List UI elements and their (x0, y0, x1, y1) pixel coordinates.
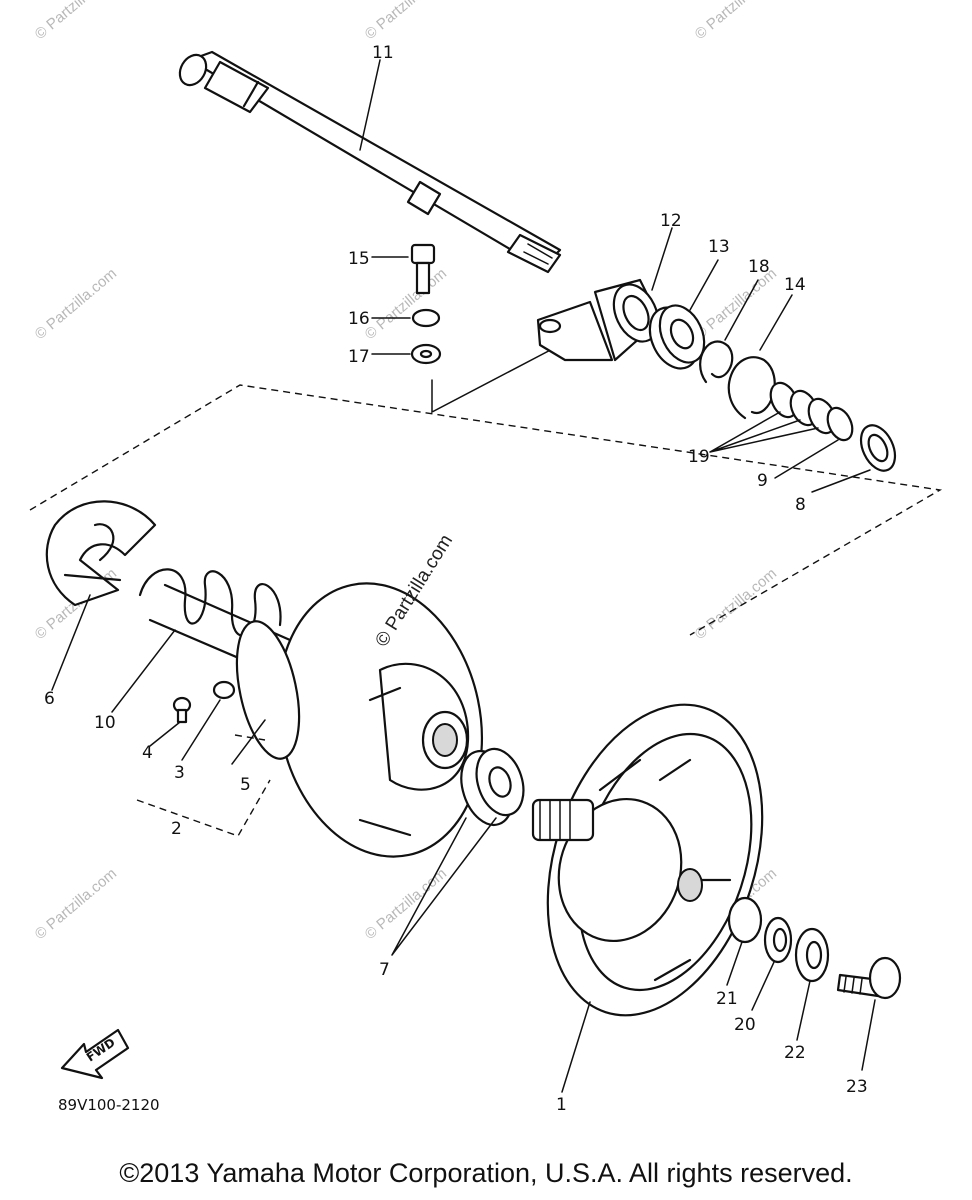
watermark: © Partzilla.com (362, 265, 450, 343)
callout-5: 5 (240, 775, 251, 795)
sheave-part-1 (531, 703, 764, 1017)
copyright-notice: ©2013 Yamaha Motor Corporation, U.S.A. A… (119, 1158, 853, 1188)
callout-23: 23 (846, 1077, 868, 1097)
washer-part-9 (826, 406, 854, 442)
shaft-part-11 (178, 50, 562, 274)
callout-3: 3 (174, 763, 185, 783)
callout-20: 20 (734, 1015, 756, 1035)
assembly-outline (29, 384, 943, 636)
bearing-part-13 (648, 304, 706, 370)
callout-21: 21 (716, 989, 738, 1009)
washer-part-22 (794, 927, 830, 983)
watermark: © Partzilla.com (692, 0, 780, 43)
roller-part-7 (460, 747, 525, 826)
bolt-part-23 (836, 956, 902, 1000)
callout-2: 2 (171, 819, 182, 839)
callouts: 11 15 16 17 12 13 18 14 19 9 8 6 10 4 3 … (44, 43, 868, 1115)
watermark: © Partzilla.com (362, 0, 450, 43)
washer-part-17 (410, 343, 442, 365)
callout-6: 6 (44, 689, 55, 709)
spring-seat-part-6 (45, 500, 157, 607)
callout-22: 22 (784, 1043, 806, 1063)
leader-line (234, 734, 266, 741)
bearing-housing-part-12 (536, 278, 662, 362)
watermark: © Partzilla.com (32, 0, 120, 43)
callout-17: 17 (348, 347, 370, 367)
callout-9: 9 (757, 471, 768, 491)
circlip-part-18 (699, 340, 734, 384)
callout-14: 14 (784, 275, 806, 295)
callout-7: 7 (379, 960, 390, 980)
callout-18: 18 (748, 257, 770, 277)
bolt-part-15 (410, 243, 436, 295)
watermark: © Partzilla.com (362, 865, 450, 943)
washer-part-8 (859, 424, 897, 472)
callout-10: 10 (94, 713, 116, 733)
fwd-arrow-icon: FWD (60, 1028, 130, 1080)
weight-part-3 (212, 680, 236, 700)
callout-8: 8 (795, 495, 806, 515)
snap-ring-part-14 (727, 356, 776, 420)
callout-13: 13 (708, 237, 730, 257)
watermark: © Partzilla.com (32, 865, 120, 943)
watermark: © Partzilla.com (692, 565, 780, 643)
sheave-part-5 (235, 582, 484, 858)
screw-part-4 (172, 696, 192, 724)
callout-1: 1 (556, 1095, 567, 1115)
leader-lines (51, 59, 876, 1093)
callout-11: 11 (372, 43, 394, 63)
washer-part-20 (763, 916, 793, 964)
collar-part-21 (727, 896, 763, 944)
callout-16: 16 (348, 309, 370, 329)
callout-12: 12 (660, 211, 682, 231)
callout-15: 15 (348, 249, 370, 269)
nut-part-16 (411, 308, 441, 328)
callout-19: 19 (688, 447, 710, 467)
leader-line (431, 344, 561, 414)
reference-code: 89V100-2120 (58, 1096, 160, 1114)
callout-4: 4 (142, 743, 153, 763)
watermark: © Partzilla.com (32, 265, 120, 343)
